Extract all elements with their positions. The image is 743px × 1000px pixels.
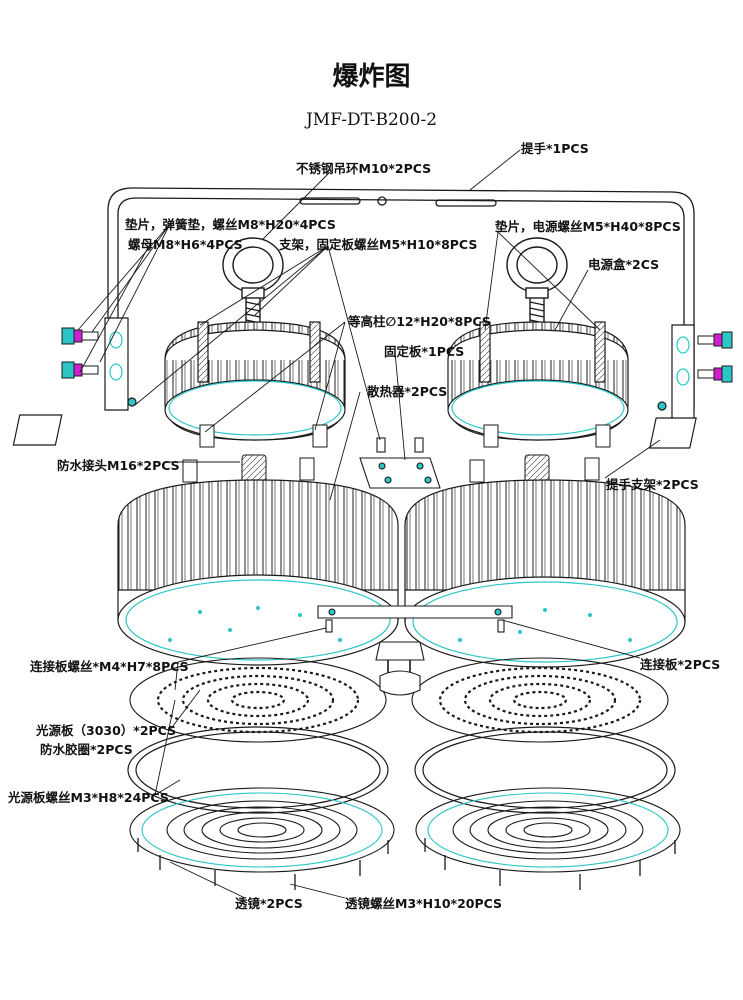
light-board-right [411,657,669,743]
left-bolt-set [61,327,99,379]
label-link-screw: 连接板螺丝*M4*H7*8PCS [30,659,189,674]
label-light-board-screw: 光源板螺丝M3*H8*24PCS [8,790,169,805]
gasket-left [127,726,389,814]
gasket-right [414,726,676,814]
lens-left [129,787,395,873]
label-power-box: 电源盒*2CS [588,257,660,272]
handle [107,187,695,410]
heatsink-holes [168,606,632,642]
handle-bracket-right [649,324,697,449]
heatsink-right [404,479,686,668]
page-title: 爆炸图 [332,62,411,92]
label-washer-screw-left: 垫片，弹簧垫，螺丝M8*H20*4PCS [125,217,336,232]
label-standoff: 等高柱∅12*H20*8PCS [348,314,491,329]
power-box-left [164,321,346,441]
label-fix-plate: 固定板*1PCS [384,344,465,359]
leader-lines [77,149,661,899]
label-heatsink: 散热器*2PCS [367,384,448,399]
connecting-plate [317,605,513,680]
power-box-right [447,321,629,441]
label-lens: 透镜*2PCS [235,896,303,911]
fixing-plate [359,437,441,489]
lens-right [415,787,681,873]
label-link-plate: 连接板*2PCS [640,657,721,672]
label-waterproof-joint: 防水接头M16*2PCS [57,458,180,473]
eyebolt-right [506,237,568,325]
label-lens-screw: 透镜螺丝M3*H10*20PCS [345,896,503,911]
label-light-board: 光源板（3030）*2PCS [36,723,177,738]
model-number: JMF-DT-B200-2 [305,110,438,130]
light-board-link [379,670,421,696]
label-bracket-screw: 支架，固定板螺丝M5*H10*8PCS [279,237,478,252]
heatsink-left [117,479,399,666]
standoffs [182,424,611,483]
label-washer-screw-right: 垫片，电源螺丝M5*H40*8PCS [495,219,681,234]
label-gasket: 防水胶圈*2PCS [40,742,133,757]
label-eyebolt: 不锈钢吊环M10*2PCS [296,161,432,176]
label-handle: 提手*1PCS [521,141,589,156]
right-bolt-set [697,331,733,383]
label-nut: 螺母M8*H6*4PCS [128,237,243,252]
label-handle-bracket: 提手支架*2PCS [606,477,699,492]
